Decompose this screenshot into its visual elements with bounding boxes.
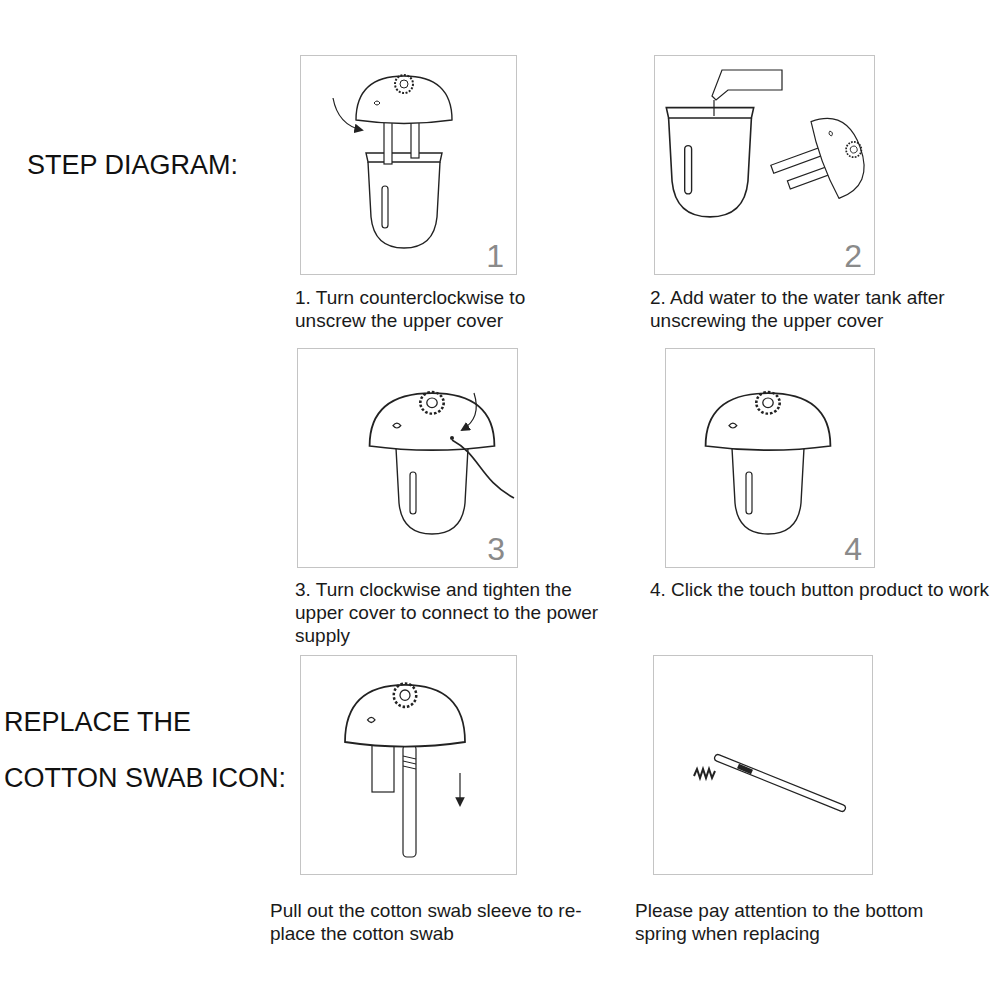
- humidifier-cap: [706, 392, 831, 450]
- wick-holder: [372, 744, 394, 792]
- humidifier-cap: [808, 109, 875, 200]
- panel-frame: [300, 655, 517, 875]
- water-stream: [713, 100, 714, 116]
- panel-frame: 2: [654, 55, 875, 275]
- humidifier-tank: [394, 439, 470, 534]
- panel-frame: 3: [297, 348, 518, 568]
- swab-band: [738, 766, 752, 772]
- humidifier-cap: [370, 392, 495, 450]
- removed-cap: [762, 109, 875, 217]
- panel-frame: 1: [300, 55, 517, 275]
- wick-prong: [384, 118, 392, 164]
- wick-prong: [787, 166, 830, 189]
- panel-frame: [653, 655, 873, 875]
- step-panel: 4 4. Click the touch button product to wo…: [650, 348, 996, 601]
- step-panel: 3 3. Turn clockwise and tighten the upper…: [295, 348, 600, 647]
- humidifier-tank: [366, 153, 442, 248]
- pull-arrow: [459, 773, 460, 805]
- cotton-swab-fill: [718, 758, 842, 808]
- bottom-spring: [694, 769, 715, 778]
- step-panel: Please pay attention to the bottom sprin…: [635, 655, 950, 945]
- power-port: [450, 436, 454, 440]
- section-heading: REPLACE THE COTTON SWAB ICON:: [4, 694, 299, 806]
- step-number: 1: [486, 240, 504, 272]
- step-caption: 2. Add water to the water tank after uns…: [650, 286, 980, 332]
- step-caption: Pull out the cotton swab sleeve to re- p…: [270, 899, 605, 945]
- humidifier-tank: [730, 439, 806, 534]
- step-number: 4: [844, 533, 862, 565]
- humidifier-cap: [345, 684, 465, 747]
- step-caption: Please pay attention to the bottom sprin…: [635, 899, 950, 945]
- water-carton: [712, 70, 782, 100]
- step-caption: 1. Turn counterclockwise to unscrew the …: [295, 286, 550, 332]
- step-number: 3: [487, 533, 505, 565]
- power-cable: [452, 440, 514, 498]
- turn-arrow: [333, 98, 362, 130]
- cotton-swab: [718, 758, 842, 808]
- sleeve-spring: [403, 756, 416, 769]
- step-number: 2: [844, 240, 862, 272]
- wick-prong: [771, 147, 823, 173]
- step-panel: 2 2. Add water to the water tank after un…: [650, 55, 980, 332]
- humidifier-cap: [356, 75, 452, 124]
- step-caption: 4. Click the touch button product to wor…: [650, 578, 996, 601]
- humidifier-tank: [666, 108, 753, 217]
- panel-frame: 4: [665, 348, 875, 568]
- swab-sleeve: [403, 745, 416, 857]
- section-heading: STEP DIAGRAM:: [27, 137, 427, 193]
- plug-arrow: [462, 393, 476, 430]
- step-caption: 3. Turn clockwise and tighten the upper …: [295, 578, 600, 647]
- step-panel: 1 1. Turn counterclockwise to unscrew the…: [295, 55, 550, 332]
- step-panel: Pull out the cotton swab sleeve to re- p…: [270, 655, 605, 945]
